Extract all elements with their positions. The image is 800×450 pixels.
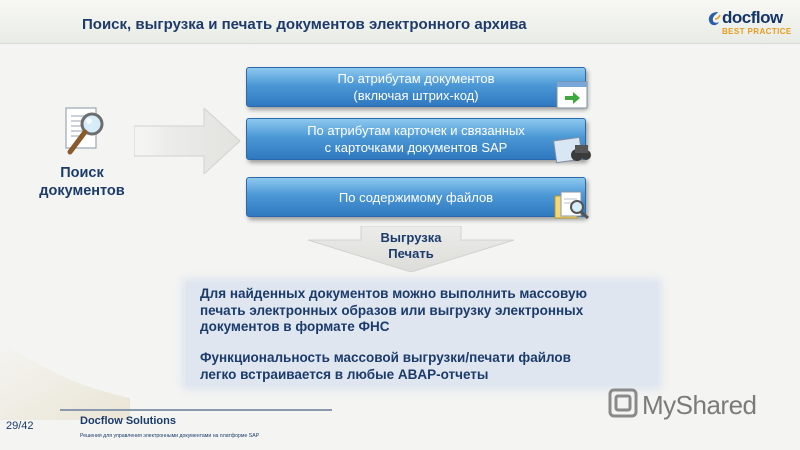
docflow-logo: docflow BEST PRACTICE xyxy=(706,8,794,42)
search-documents-label: Поиск документов xyxy=(20,164,144,200)
down-arrow-icon xyxy=(307,226,515,272)
button-label-line2: (включая штрих-код) xyxy=(353,88,479,103)
button-label: По атрибутам документов (включая штрих-к… xyxy=(337,70,494,104)
search-label-line2: документов xyxy=(39,183,125,199)
info-panel xyxy=(186,282,658,386)
print-label: Печать xyxy=(388,246,434,261)
document-arrow-icon xyxy=(556,81,588,109)
info-paragraph-1: Для найденных документов можно выполнить… xyxy=(200,286,587,336)
slide-header: Поиск, выгрузка и печать документов элек… xyxy=(0,0,800,44)
search-by-card-attributes-button[interactable]: По атрибутам карточек и связанных с карт… xyxy=(246,118,591,164)
info-line: документов в формате ФНС xyxy=(200,319,390,334)
search-by-document-attributes-button[interactable]: По атрибутам документов (включая штрих-к… xyxy=(246,67,588,109)
footer-company: Docflow Solutions xyxy=(80,415,176,427)
info-line: печать электронных образов или выгрузку … xyxy=(200,302,584,318)
magnifier-document-icon xyxy=(554,191,589,220)
right-arrow-icon xyxy=(134,108,241,174)
info-line: Функциональность массовой выгрузки/печат… xyxy=(200,350,571,365)
footer-tagline: Решения для управления электронными доку… xyxy=(80,433,260,439)
button-label-line1: По атрибутам документов xyxy=(337,71,495,86)
button-label-line2: с карточками документов SAP xyxy=(324,140,508,155)
slide-title: Поиск, выгрузка и печать документов элек… xyxy=(82,16,527,33)
button-label: По атрибутам карточек и связанных с карт… xyxy=(307,122,525,156)
watermark-logo-icon xyxy=(608,388,638,418)
search-label-line1: Поиск xyxy=(60,165,104,181)
page-curl-decoration xyxy=(0,340,130,420)
page-number: 29/42 xyxy=(6,420,34,432)
button-label-line1: По содержимому файлов xyxy=(338,189,494,205)
logo-swirl-icon xyxy=(708,12,721,26)
button-label-line1: По атрибутам карточек и связанных xyxy=(307,123,525,138)
myshared-watermark: MyShared xyxy=(608,386,778,422)
info-paragraph-2: Функциональность массовой выгрузки/печат… xyxy=(200,350,571,383)
binoculars-icon xyxy=(553,136,591,164)
export-label: Выгрузка xyxy=(380,230,442,245)
document-search-icon xyxy=(62,104,110,160)
logo-text: docflow xyxy=(722,8,783,27)
info-line: Для найденных документов можно выполнить… xyxy=(200,286,587,301)
watermark-text: MyShared xyxy=(642,390,757,420)
export-print-label: Выгрузка Печать xyxy=(361,230,461,262)
info-line: легко встраивается в любые ABAP-отчеты xyxy=(200,366,489,382)
logo-subtitle: BEST PRACTICE xyxy=(722,27,792,36)
button-label: По содержимому файлов xyxy=(339,189,493,206)
footer-divider xyxy=(60,409,332,411)
search-by-file-content-button[interactable]: По содержимому файлов xyxy=(246,177,589,220)
